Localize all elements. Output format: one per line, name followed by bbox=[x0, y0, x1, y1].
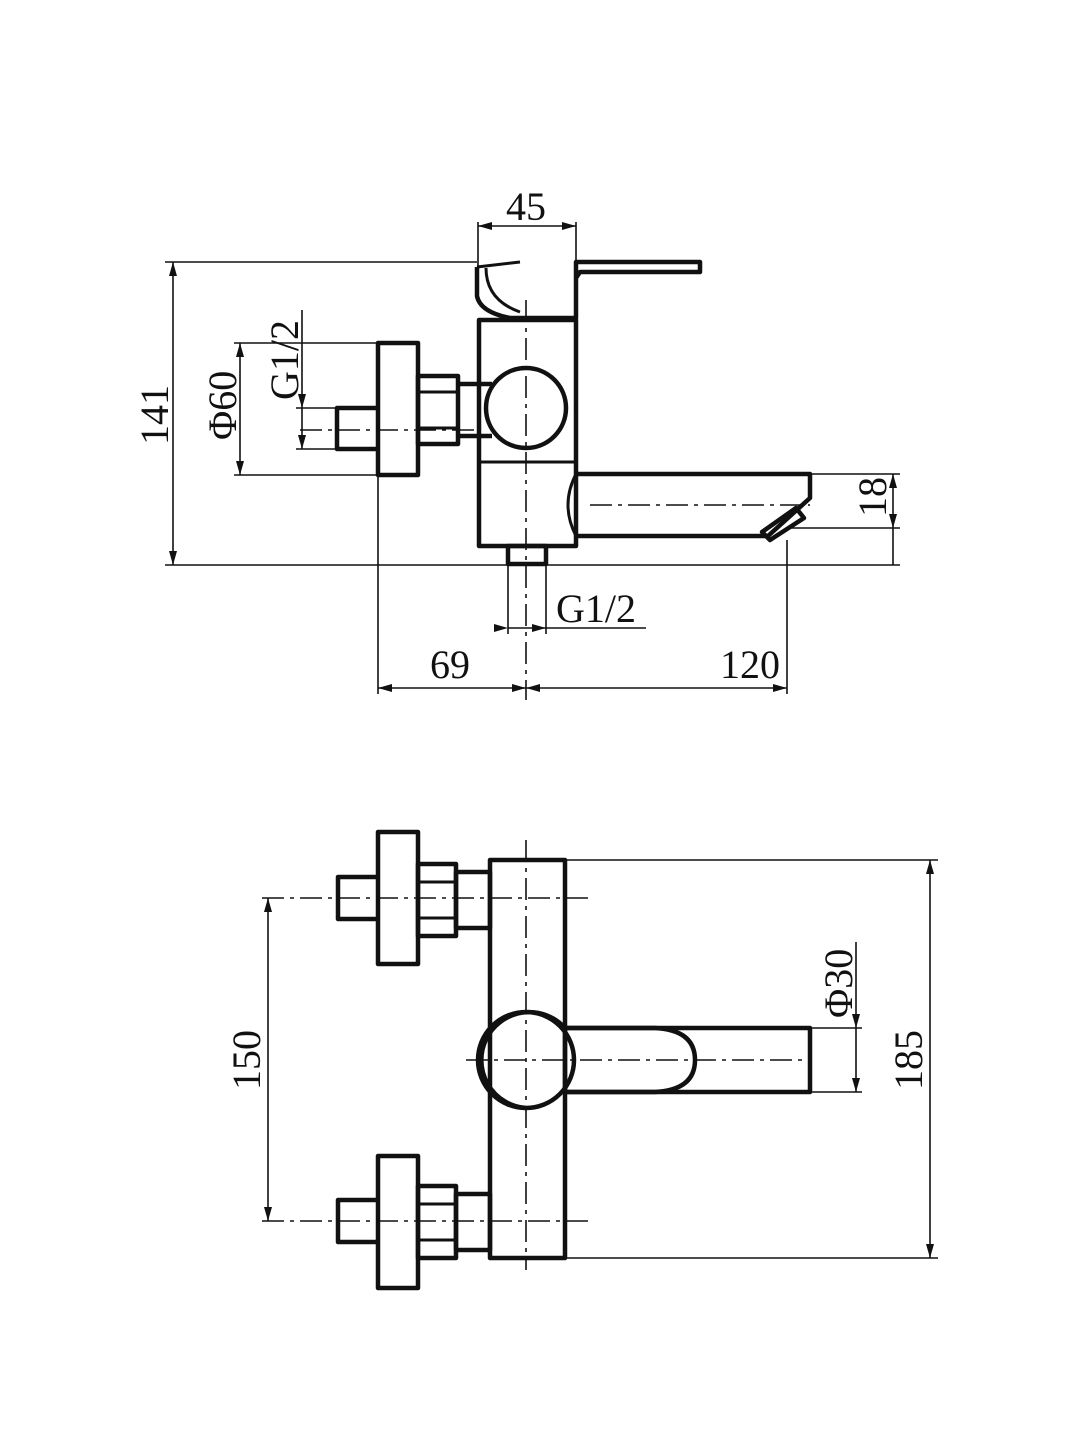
side-spout-root bbox=[566, 473, 578, 537]
side-spout bbox=[576, 471, 813, 539]
dim-45-label: 45 bbox=[506, 184, 546, 229]
side-lever-handle bbox=[474, 259, 703, 321]
side-eccentric-connector bbox=[458, 381, 492, 439]
dim-18-label: 18 bbox=[850, 477, 895, 517]
side-flange bbox=[375, 340, 421, 478]
side-hex-nut bbox=[415, 373, 461, 447]
front-bottom-flange bbox=[375, 1153, 421, 1291]
front-bottom-hex-nut bbox=[415, 1183, 459, 1261]
dim-g12-top-label: G1/2 bbox=[262, 320, 307, 400]
dim-185-label: 185 bbox=[886, 1030, 931, 1090]
side-lever-top bbox=[476, 260, 521, 269]
dim-150-label: 150 bbox=[224, 1030, 269, 1090]
side-bottom-outlet bbox=[505, 543, 549, 567]
front-view: 150 Φ30 185 bbox=[224, 829, 938, 1291]
dim-141-label: 141 bbox=[132, 385, 177, 445]
dim-phi30-label: Φ30 bbox=[816, 949, 861, 1018]
front-bottom-connector bbox=[453, 1191, 493, 1253]
side-inlet-pipe bbox=[334, 405, 378, 452]
front-top-hex-nut bbox=[415, 861, 459, 939]
front-mixer-body bbox=[487, 857, 568, 1261]
dim-120-label: 120 bbox=[720, 642, 780, 687]
dim-69-label: 69 bbox=[430, 642, 470, 687]
side-spout-aerator bbox=[759, 505, 807, 543]
side-view: 45 141 Φ60 G1/2 18 G1/2 bbox=[132, 184, 900, 700]
front-top-connector bbox=[453, 869, 493, 931]
dim-g12-bottom-label: G1/2 bbox=[556, 586, 636, 631]
side-lever-curve bbox=[484, 267, 521, 314]
dim-phi60-label: Φ60 bbox=[200, 371, 245, 440]
